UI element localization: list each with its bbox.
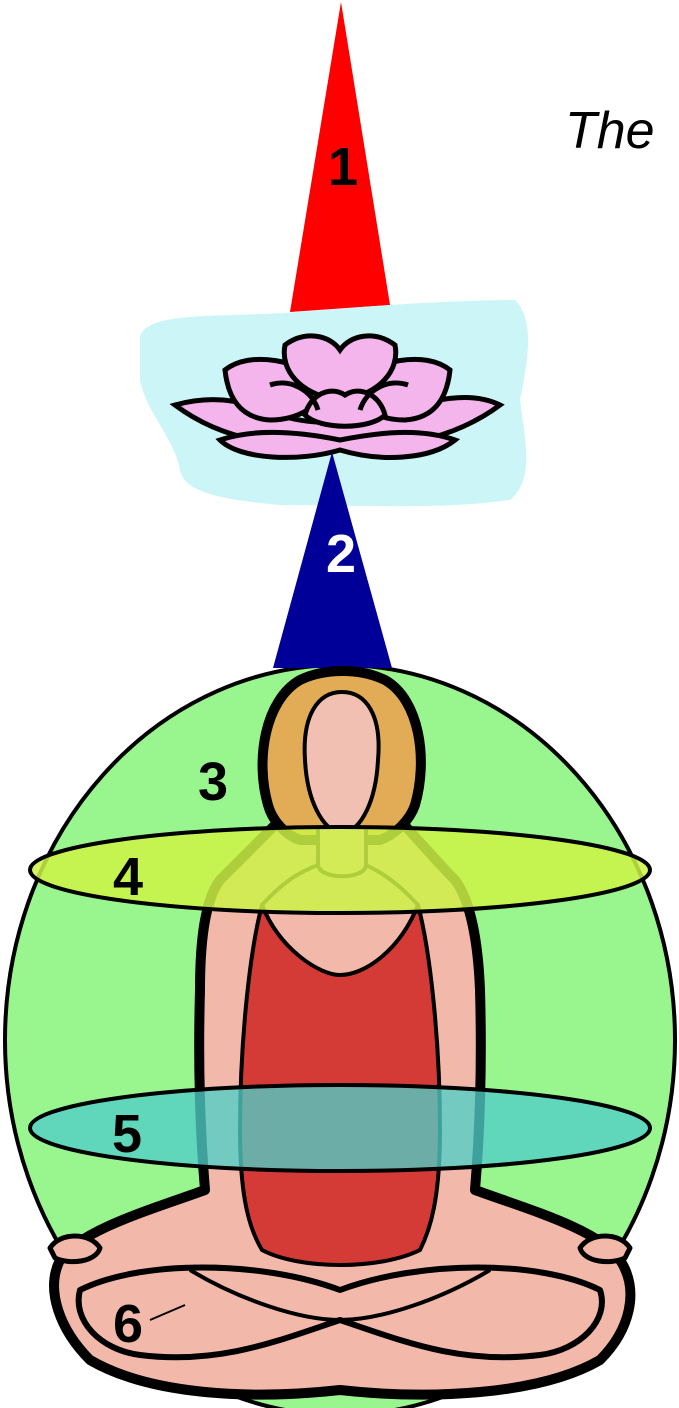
- title-text: The: [565, 105, 655, 157]
- label-1: 1: [328, 137, 358, 197]
- label-5: 5: [112, 1104, 142, 1164]
- label-3: 3: [198, 752, 228, 812]
- label-6: 6: [113, 1294, 143, 1354]
- label-4: 4: [113, 847, 143, 907]
- label-2: 2: [326, 524, 356, 584]
